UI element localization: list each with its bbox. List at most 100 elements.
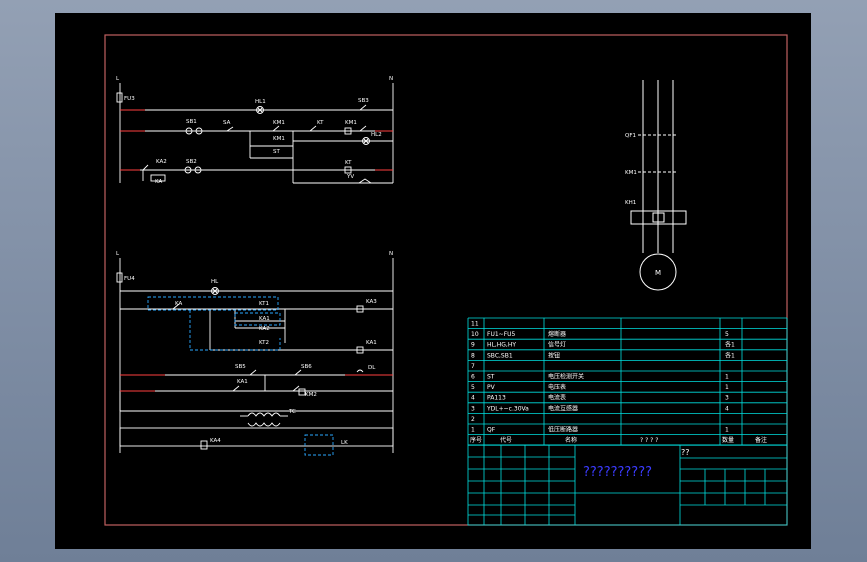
table-header-spec: ? ? ? ? bbox=[640, 437, 658, 444]
table-row-qty: 3 bbox=[725, 395, 729, 402]
pushbutton-2-label: SB2 bbox=[186, 159, 197, 165]
thermal-label: KH1 bbox=[625, 200, 636, 206]
bus-segments-2 bbox=[120, 374, 393, 392]
table-row-qty: 1 bbox=[725, 384, 729, 391]
table-row-name: 按钮 bbox=[548, 351, 560, 359]
fuse-label-2: FU4 bbox=[124, 276, 135, 282]
table-row-no: 7 bbox=[471, 363, 475, 370]
km-label: DL bbox=[368, 365, 376, 371]
switch-label: SA bbox=[223, 120, 231, 126]
table-row-no: 9 bbox=[471, 342, 475, 349]
table-row-qty: 4 bbox=[725, 405, 729, 412]
switch-1-label: SB5 bbox=[235, 364, 246, 370]
contactor-label: KM1 bbox=[625, 170, 637, 176]
table-row-code: ST bbox=[487, 374, 495, 381]
title-block bbox=[467, 444, 788, 526]
table-row-no: 10 bbox=[471, 331, 479, 338]
table-row-code: QF bbox=[487, 427, 496, 434]
dashed-relay-boxes bbox=[147, 296, 334, 456]
control-circuit-2 bbox=[116, 258, 394, 453]
table-row-name: 电流表 bbox=[548, 394, 566, 402]
table-row-name: 信号灯 bbox=[548, 341, 566, 349]
table-row-no: 8 bbox=[471, 352, 475, 359]
control-circuit-1 bbox=[116, 83, 394, 184]
drawing-title: ?????????? bbox=[583, 465, 652, 480]
table-row-code: YDL+~c.30Va bbox=[486, 405, 529, 412]
drawing-frame bbox=[104, 34, 788, 526]
relay-contact-label: KA bbox=[175, 301, 183, 307]
lamp-label-2: HL bbox=[211, 279, 219, 285]
contact-km-b-label: KM1 bbox=[273, 136, 285, 142]
labels-motor: QF1 KM1 KH1 M bbox=[625, 133, 661, 277]
bus-right-label-2: N bbox=[389, 251, 393, 257]
contact-kt-label: KT bbox=[317, 120, 324, 126]
motor-label: M bbox=[655, 269, 661, 277]
lamp-run-label: HL2 bbox=[371, 132, 382, 138]
rel-4-label: KT2 bbox=[259, 340, 269, 346]
bottom-box-label: LK bbox=[341, 440, 348, 446]
ka-contact-label: KA1 bbox=[237, 379, 248, 385]
rel-3-label: KA2 bbox=[259, 326, 270, 332]
table-row-name: 电压表 bbox=[548, 383, 566, 391]
table-header-no: 序号 bbox=[470, 436, 482, 444]
bus-left-label-1: L bbox=[116, 76, 120, 82]
rel-2-label: KA1 bbox=[259, 316, 270, 322]
contact-km-label: KM1 bbox=[273, 120, 285, 126]
table-row-no: 11 bbox=[471, 321, 479, 328]
labels-circuit-1: L N FU3 HL1 SA SB1 SB2 KM1 KM1 ST KT KM1… bbox=[116, 76, 393, 185]
labels-circuit-2: L N FU4 HL KA KT1 KA1 KA2 KT2 KA3 KA1 SB… bbox=[116, 251, 393, 446]
bus-left-label-2: L bbox=[116, 251, 120, 257]
bus-segments-1 bbox=[120, 109, 393, 171]
coil-km-label: KM1 bbox=[345, 120, 357, 126]
km2-label: KM2 bbox=[305, 392, 317, 398]
thermal-contact-label: KA2 bbox=[156, 159, 167, 165]
table-row-qty: 5 bbox=[725, 331, 729, 338]
lamp-top-label: HL1 bbox=[255, 99, 266, 105]
timer-coil-label: KT bbox=[345, 160, 352, 166]
table-row-name: 熔断器 bbox=[548, 330, 566, 338]
valve-label: YV bbox=[346, 174, 354, 180]
cad-viewport[interactable]: L N FU3 HL1 SA SB1 SB2 KM1 KM1 ST KT KM1… bbox=[55, 13, 811, 549]
breaker-label: QF1 bbox=[625, 133, 636, 139]
coil-1-label: KA3 bbox=[366, 299, 377, 305]
fuse-fu3 bbox=[116, 92, 123, 103]
table-row-code: HL,HG,HY bbox=[487, 342, 516, 349]
table-row-no: 3 bbox=[471, 405, 475, 412]
table-row-code: PV bbox=[487, 384, 496, 391]
table-row-no: 5 bbox=[471, 384, 475, 391]
lamp-hl1 bbox=[256, 106, 264, 114]
table-row-code: SBC,SB1 bbox=[487, 352, 513, 359]
table-row-no: 4 bbox=[471, 395, 475, 402]
contact-st-label: ST bbox=[273, 149, 280, 155]
title-corner-mark: ?? bbox=[681, 448, 690, 457]
motor-circuit bbox=[630, 80, 687, 291]
table-row-name: 电压检测开关 bbox=[548, 373, 584, 381]
table-row-qty: 1 bbox=[725, 374, 729, 381]
rel-1-label: KT1 bbox=[259, 301, 269, 307]
table-row-qty: 各1 bbox=[725, 351, 735, 359]
table-row-no: 2 bbox=[471, 416, 475, 423]
table-row-code: FU1~FU5 bbox=[487, 331, 516, 338]
switch-2-label: SB6 bbox=[301, 364, 312, 370]
table-row-code: PA113 bbox=[487, 395, 506, 402]
table-row-name: 低压断路器 bbox=[548, 426, 578, 434]
table-row-no: 6 bbox=[471, 374, 475, 381]
fuse-label-1: FU3 bbox=[124, 96, 135, 102]
bottom-coil-label: KA4 bbox=[210, 438, 221, 444]
bus-right-label-1: N bbox=[389, 76, 393, 82]
table-header-code: 代号 bbox=[500, 436, 512, 444]
table-row-name: 电流互感器 bbox=[548, 404, 578, 412]
table-header-note: 备注 bbox=[755, 436, 767, 444]
table-header-qty: 数量 bbox=[722, 436, 734, 444]
table-row-qty: 1 bbox=[725, 427, 729, 434]
table-row-qty: 各1 bbox=[725, 341, 735, 349]
table-header-name: 名称 bbox=[565, 436, 577, 444]
transformer-label: TC bbox=[288, 409, 296, 415]
coil-ka-label: KA bbox=[155, 179, 163, 185]
pushbutton-1-label: SB1 bbox=[186, 119, 197, 125]
pushbutton-3-label: SB3 bbox=[358, 98, 369, 104]
drawing-canvas: L N FU3 HL1 SA SB1 SB2 KM1 KM1 ST KT KM1… bbox=[104, 34, 788, 526]
coil-2-label: KA1 bbox=[366, 340, 377, 346]
table-row-no: 1 bbox=[471, 427, 475, 434]
